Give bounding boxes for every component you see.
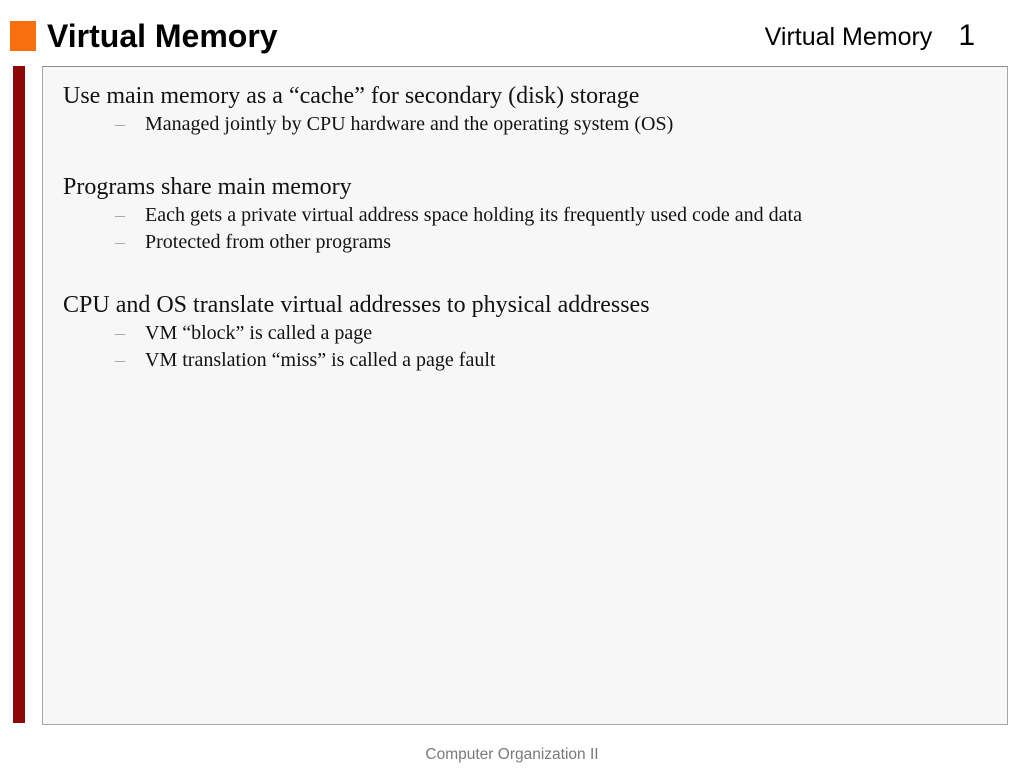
dash-bullet-icon: –	[115, 113, 125, 135]
footer-text: Computer Organization II	[425, 746, 599, 763]
dash-bullet-icon: –	[115, 204, 125, 226]
page-number: 1	[958, 19, 975, 52]
bullet-item: – Managed jointly by CPU hardware and th…	[115, 111, 983, 138]
dash-bullet-icon: –	[115, 231, 125, 253]
content-panel: Use main memory as a “cache” for seconda…	[42, 66, 1008, 725]
accent-side-bar	[13, 66, 25, 723]
section-heading: Programs share main memory	[63, 174, 352, 200]
bullet-text: Managed jointly by CPU hardware and the …	[145, 113, 674, 135]
bullet-text: VM “block” is called a page	[145, 322, 373, 344]
dash-bullet-icon: –	[115, 322, 125, 344]
bullet-text: VM translation “miss” is called a page f…	[145, 349, 496, 371]
bullet-text: Protected from other programs	[145, 231, 392, 253]
section-heading: CPU and OS translate virtual addresses t…	[63, 292, 650, 318]
section-programs-share-memory: Programs share main memory – Each gets a…	[63, 173, 983, 256]
page-title: Virtual Memory	[47, 18, 278, 54]
section-heading: Use main memory as a “cache” for seconda…	[63, 83, 640, 109]
bullet-item: – VM “block” is called a page	[115, 320, 983, 347]
footer: Computer Organization II	[0, 746, 1024, 764]
header-context-label: Virtual Memory	[764, 23, 933, 51]
title-accent-square-icon	[10, 21, 36, 51]
section-address-translation: CPU and OS translate virtual addresses t…	[63, 291, 983, 374]
bullet-text: Each gets a private virtual address spac…	[145, 204, 802, 226]
header-right: Virtual Memory 1	[765, 0, 975, 56]
bullet-item: – VM translation “miss” is called a page…	[115, 347, 983, 374]
section-main-memory-cache: Use main memory as a “cache” for seconda…	[63, 82, 983, 138]
dash-bullet-icon: –	[115, 349, 125, 371]
bullet-item: – Each gets a private virtual address sp…	[115, 202, 983, 229]
bullet-item: – Protected from other programs	[115, 229, 983, 256]
